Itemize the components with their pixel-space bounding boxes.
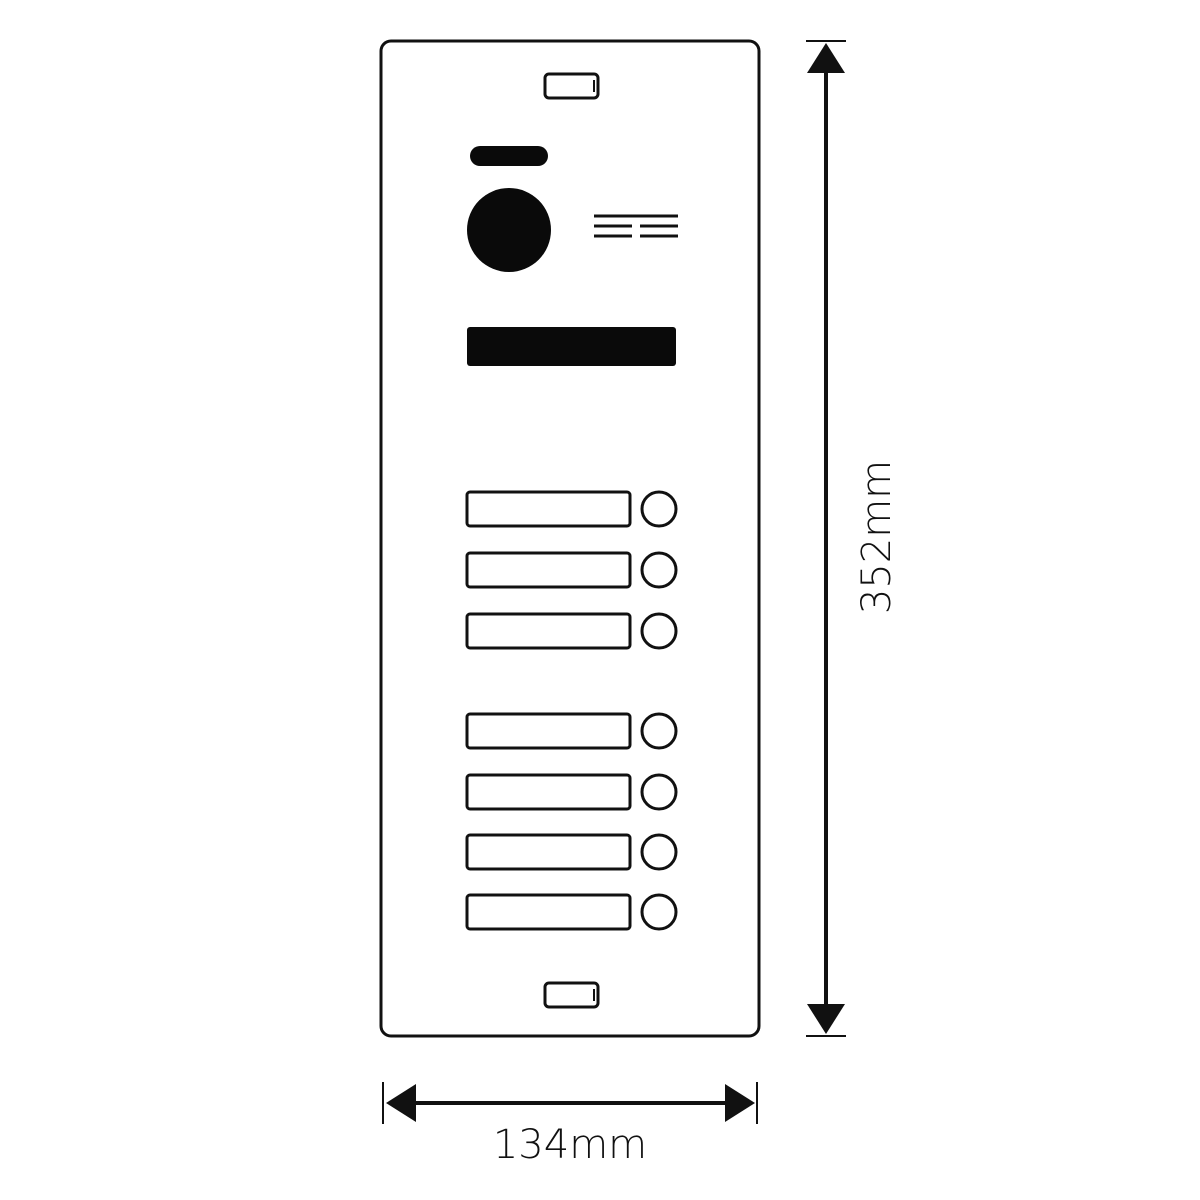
speaker-grille-icon xyxy=(594,214,678,238)
bottom-mounting-slot xyxy=(543,981,600,1009)
name-label-slot xyxy=(465,773,632,811)
call-button-row xyxy=(465,612,678,650)
call-button-icon xyxy=(640,551,678,589)
call-button-icon xyxy=(640,893,678,931)
call-button-row xyxy=(465,712,678,750)
name-label-slot xyxy=(465,551,632,589)
name-label-slot xyxy=(465,833,632,871)
call-button-row xyxy=(465,551,678,589)
name-label-slot xyxy=(465,893,632,931)
name-display-window xyxy=(467,327,676,366)
call-button-row xyxy=(465,893,678,931)
height-dimension xyxy=(806,40,846,1037)
ir-led-strip xyxy=(470,146,548,166)
name-label-slot xyxy=(465,612,632,650)
width-dimension xyxy=(382,1082,758,1124)
camera-lens-icon xyxy=(467,188,551,272)
height-label: 352mm xyxy=(854,460,900,614)
name-label-slot xyxy=(465,490,632,528)
call-button-icon xyxy=(640,712,678,750)
call-button-icon xyxy=(640,612,678,650)
call-button-icon xyxy=(640,773,678,811)
call-button-icon xyxy=(640,833,678,871)
call-button-row xyxy=(465,773,678,811)
call-button-icon xyxy=(640,490,678,528)
width-label: 134mm xyxy=(493,1122,647,1168)
call-button-row xyxy=(465,490,678,528)
top-mounting-slot xyxy=(543,72,600,100)
call-button-rows xyxy=(465,490,678,931)
name-label-slot xyxy=(465,712,632,750)
panel-outline xyxy=(379,39,761,1038)
call-button-row xyxy=(465,833,678,871)
